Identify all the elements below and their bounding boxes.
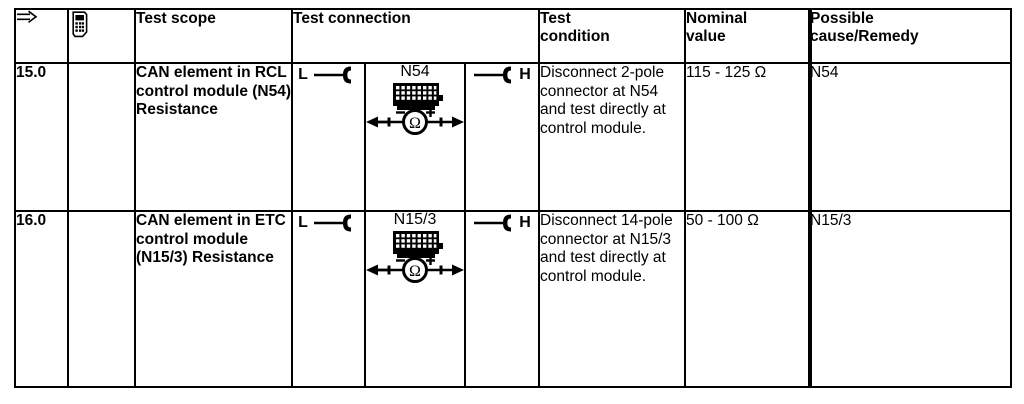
column-header-test-condition-line2: condition [540,28,610,46]
nominal-value-text: 50 - 100 Ω [686,212,759,229]
cell-connection-meter: N54 [363,62,467,212]
cell-test-scope: CAN element in ETC control module (N15/3… [134,210,293,388]
cell-step-number: 16.0 [14,210,69,388]
column-header-test-condition: Test condition [538,8,687,64]
test-scope-text: CAN element in ETC control module (N15/3… [136,212,286,267]
right-arrow-icon [16,10,67,24]
lead-label-high: H [519,66,531,83]
connector-right-icon [473,64,519,86]
column-header-test-condition-line1: Test [540,10,571,27]
lead-label-low: L [298,214,308,231]
step-number-label: 16.0 [16,212,47,229]
cell-test-condition: Disconnect 2-pole connector at N54 and t… [538,62,687,212]
ohmmeter-connector-diagram-icon: Ω [363,81,467,139]
handheld-tester-icon [69,10,134,40]
ohmmeter-connector-diagram-icon: Ω [363,229,467,287]
step-number-label: 15.0 [16,64,47,81]
possible-cause-text: N54 [810,64,839,81]
svg-text:Ω: Ω [409,263,421,280]
connector-left-icon [308,64,359,86]
column-header-nominal-line1: Nominal [686,10,748,27]
connector-left-icon [308,212,359,234]
column-header-cause-line2: cause/Remedy [810,28,919,46]
column-header-nominal-line2: value [686,28,726,46]
svg-text:Ω: Ω [409,115,421,132]
lead-label-high: H [519,214,531,231]
connector-right-icon [473,212,519,234]
table-header-row: Test scope Test connection Test conditio… [14,8,1013,64]
meter-connector-label: N15/3 [393,211,437,228]
diagnostic-test-table: Test scope Test connection Test conditio… [14,8,1013,388]
column-header-test-connection: Test connection [290,8,541,64]
test-scope-text: CAN element in RCL control module (N54) … [136,64,292,119]
cell-connection-left-lead: L [291,62,366,212]
meter-connector-label: N54 [400,63,430,80]
column-header-test-connection-label: Test connection [293,10,411,27]
cell-possible-cause: N54 [808,62,1013,212]
nominal-value-text: 115 - 125 Ω [686,64,767,81]
column-header-possible-cause: Possible cause/Remedy [808,8,1013,64]
cell-connection-right-lead: H [465,62,541,212]
table-row: 15.0 CAN element in RCL control module (… [14,62,1013,212]
lead-label-low: L [298,66,308,83]
possible-cause-text: N15/3 [810,212,852,229]
cell-test-scope: CAN element in RCL control module (N54) … [134,62,293,212]
column-header-tool [67,8,136,64]
cell-possible-cause: N15/3 [808,210,1013,388]
test-condition-text: Disconnect 2-pole connector at N54 and t… [540,64,666,137]
cell-test-condition: Disconnect 14-pole connector at N15/3 an… [538,210,687,388]
column-header-cause-line1: Possible [810,10,874,27]
cell-nominal-value: 115 - 125 Ω [684,62,811,212]
test-condition-text: Disconnect 14-pole connector at N15/3 an… [540,212,673,285]
cell-connection-meter: N15/3 [363,210,467,388]
column-header-test-scope: Test scope [134,8,293,64]
column-header-test-scope-label: Test scope [136,10,216,27]
cell-connection-left-lead: L [291,210,366,388]
cell-step-number: 15.0 [14,62,69,212]
cell-tool [67,210,136,388]
cell-connection-right-lead: H [465,210,541,388]
table-row: 16.0 CAN element in ETC control module (… [14,210,1013,388]
column-header-nominal-value: Nominal value [684,8,811,64]
column-header-step [14,8,69,64]
cell-tool [67,62,136,212]
cell-nominal-value: 50 - 100 Ω [684,210,811,388]
